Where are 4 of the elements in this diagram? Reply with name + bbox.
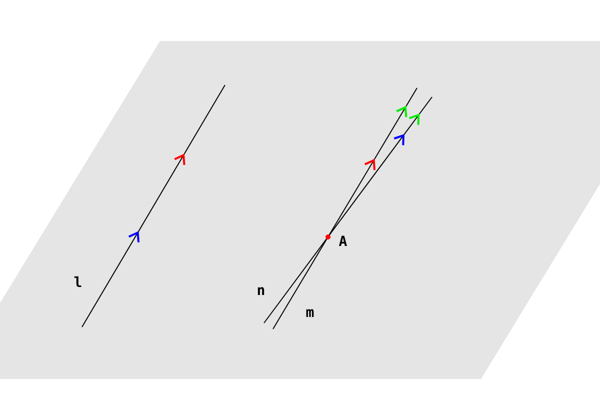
point-label: A [338, 234, 348, 250]
line-label: l [74, 275, 82, 291]
line-label: m [306, 305, 314, 321]
line-label: n [256, 283, 266, 299]
